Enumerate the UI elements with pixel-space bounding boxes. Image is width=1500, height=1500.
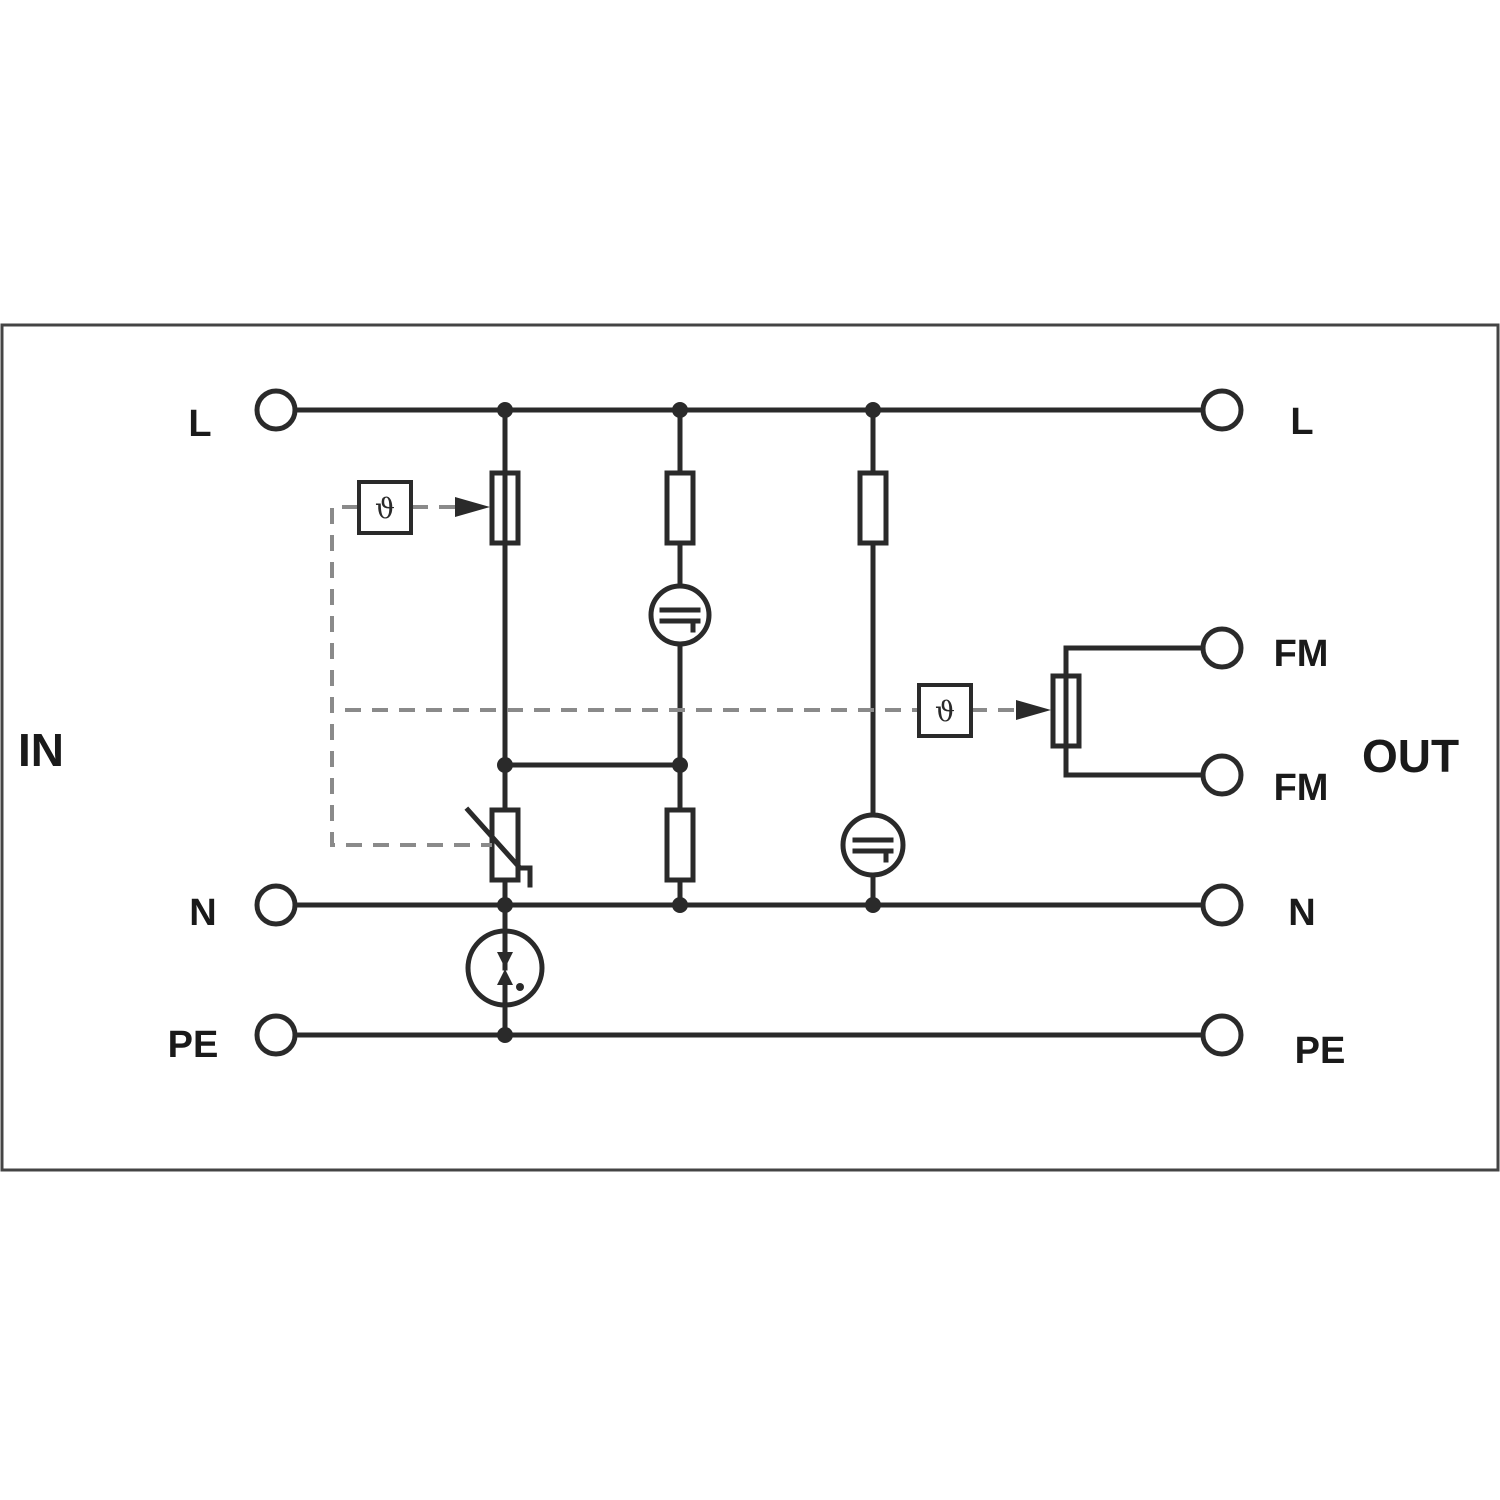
junction-dot <box>865 897 881 913</box>
label-out-fm2: FM <box>1274 767 1329 809</box>
label-in-l: L <box>188 403 211 445</box>
resistor-2b <box>664 807 696 883</box>
junction-dot <box>672 402 688 418</box>
junction-dot <box>497 757 513 773</box>
junction-dot <box>672 757 688 773</box>
junction-dot <box>672 897 688 913</box>
terminal-in-n <box>254 883 298 927</box>
spark-gap-arrow-up <box>497 969 513 985</box>
gas-discharge-tube-2 <box>840 812 906 878</box>
fm-wire-top <box>1063 645 1203 679</box>
varistor <box>489 807 521 883</box>
label-in-pe: PE <box>168 1024 219 1066</box>
spark-gap-dot <box>516 983 524 991</box>
terminal-in-pe <box>254 1013 298 1057</box>
label-out-l: L <box>1290 401 1313 443</box>
fm-wire-bottom <box>1063 743 1203 778</box>
junction-dot <box>497 402 513 418</box>
terminal-out-n <box>1200 883 1244 927</box>
thermal-sensor-1-symbol: ϑ <box>375 492 395 525</box>
thermal-sensor-2-symbol: ϑ <box>935 695 955 728</box>
label-in: IN <box>18 724 64 776</box>
junction-dot <box>497 897 513 913</box>
arrow-to-fm-contact <box>1016 700 1051 720</box>
resistor-2a <box>664 470 696 546</box>
label-out-pe: PE <box>1295 1030 1346 1072</box>
resistor-3 <box>857 470 889 546</box>
arrow-to-thermal-fuse <box>455 497 490 517</box>
varistor-slash <box>464 806 533 888</box>
label-out: OUT <box>1362 730 1459 782</box>
label-out-n: N <box>1288 892 1315 934</box>
terminal-out-fm1 <box>1200 626 1244 670</box>
thermal-sensor-2 <box>917 683 973 738</box>
terminal-out-pe <box>1200 1013 1244 1057</box>
thermal-link-loop <box>330 505 492 847</box>
junction-dot <box>497 1027 513 1043</box>
label-in-n: N <box>189 892 216 934</box>
label-out-fm1: FM <box>1274 633 1329 675</box>
thermal-sensor-1 <box>357 480 413 535</box>
spark-gap-arrow-down <box>497 952 513 968</box>
diagram-frame <box>0 323 1500 1172</box>
terminal-in-l <box>254 388 298 432</box>
terminal-out-l <box>1200 388 1244 432</box>
gas-discharge-tube-1 <box>648 583 712 647</box>
junction-dot <box>865 402 881 418</box>
terminal-out-fm2 <box>1200 753 1244 797</box>
